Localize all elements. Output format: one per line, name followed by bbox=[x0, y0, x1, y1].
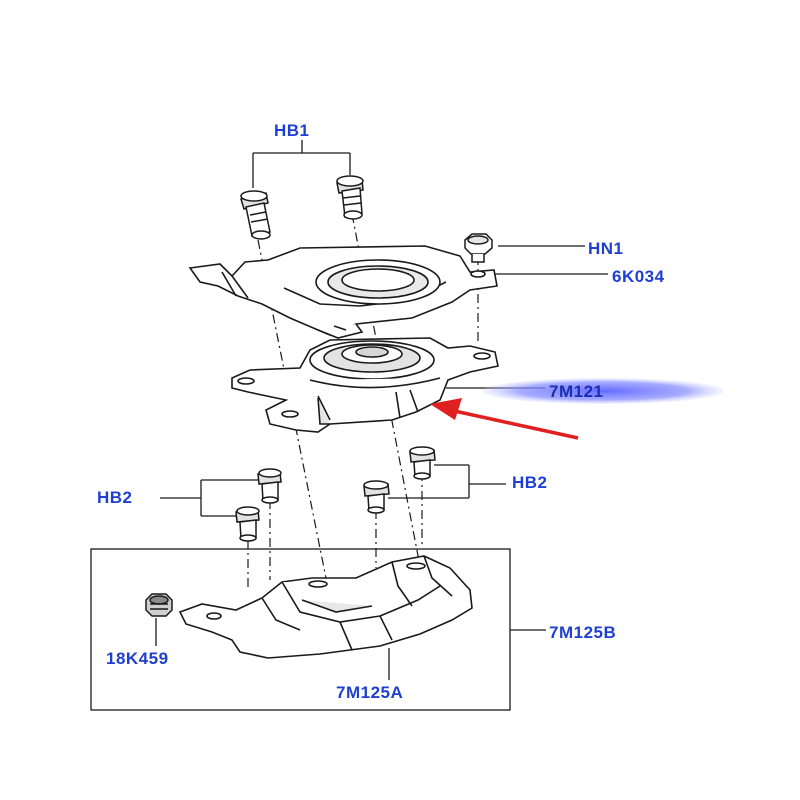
leader-lines bbox=[90, 140, 608, 711]
callout-6k034: 6K034 bbox=[612, 267, 665, 286]
callout-7m125b: 7M125B bbox=[549, 623, 617, 642]
hb1-bolt-right bbox=[336, 175, 364, 220]
lower-bracket-7m125a bbox=[178, 555, 473, 659]
callout-hb2-right: HB2 bbox=[512, 473, 548, 492]
red-arrow-icon bbox=[430, 398, 579, 440]
callout-18k459: 18K459 bbox=[106, 649, 169, 668]
hb2-bolt-3 bbox=[409, 446, 436, 480]
hb1-bolt-left bbox=[240, 190, 271, 240]
engine-mount-7m121 bbox=[231, 337, 499, 433]
hb2-bolt-2 bbox=[235, 506, 260, 542]
hb2-bolt-4 bbox=[363, 480, 390, 514]
callout-hb2-left: HB2 bbox=[97, 488, 133, 507]
callout-hb1: HB1 bbox=[274, 121, 310, 140]
callout-hn1: HN1 bbox=[588, 239, 624, 258]
callout-7m121: 7M121 bbox=[549, 382, 604, 401]
hb2-bolt-1 bbox=[257, 468, 282, 504]
hn1-nut bbox=[464, 233, 493, 263]
callout-highlight bbox=[482, 378, 724, 404]
bracket-6k034 bbox=[188, 245, 498, 339]
nut-18k459 bbox=[145, 593, 173, 617]
callout-7m125a: 7M125A bbox=[336, 683, 404, 702]
